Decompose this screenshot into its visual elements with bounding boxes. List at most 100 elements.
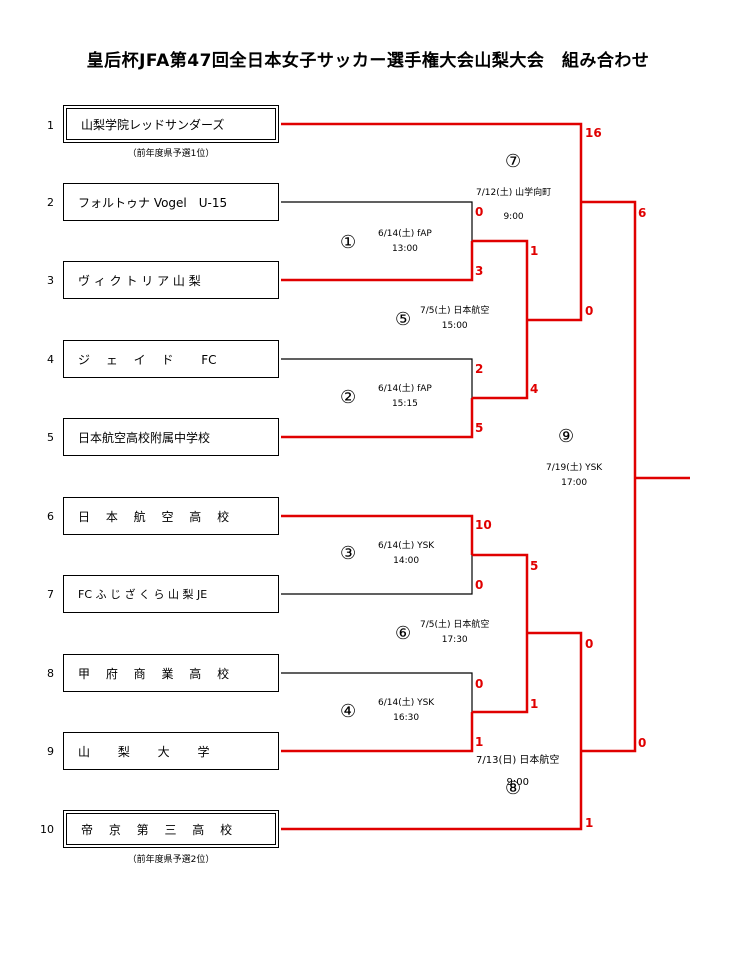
team-name: 甲 府 商 業 高 校 — [78, 666, 230, 681]
match-info: 6/14(土) YSK 14:00 — [378, 539, 434, 569]
score: 3 — [475, 264, 484, 278]
match-number: ① — [340, 232, 357, 253]
winner-path — [281, 514, 474, 555]
score: 1 — [530, 697, 539, 711]
score: 2 — [475, 362, 484, 376]
match-date: 7/12(土) 山学向町 — [476, 188, 552, 198]
score: 0 — [585, 304, 594, 318]
match-number: ④ — [340, 701, 357, 722]
match-info: 7/12(土) 山学向町 9:00 — [476, 181, 551, 229]
team-note: （前年度県予選2位） — [127, 855, 215, 865]
winner-path — [581, 200, 637, 478]
seed-number: 2 — [47, 196, 54, 209]
score: 0 — [475, 578, 484, 592]
match-date: 6/14(土) YSK — [378, 698, 435, 708]
team-box: FC ふ じ ざ く ら 山 梨 JE — [63, 575, 279, 613]
team-box: 山梨学院レッドサンダーズ — [63, 105, 279, 143]
winner-path — [527, 202, 583, 322]
match-number: ⑥ — [395, 623, 412, 644]
team-box: 山 梨 大 学 — [63, 732, 279, 770]
match-time: 15:15 — [391, 399, 418, 409]
match-date: 7/5(土) 日本航空 — [420, 306, 490, 316]
score: 5 — [475, 421, 484, 435]
score: 16 — [585, 126, 602, 140]
seed-number: 8 — [47, 667, 54, 680]
winner-path — [281, 241, 474, 282]
match-time: 16:30 — [393, 713, 420, 723]
match-time: 9:00 — [503, 212, 524, 222]
seed-number: 5 — [47, 431, 54, 444]
team-name: ジ ェ イ ド FC — [78, 352, 217, 367]
match-time: 9:00 — [506, 777, 529, 788]
match-date: 6/14(土) YSK — [378, 541, 435, 551]
team-name: 山 梨 大 学 — [78, 744, 210, 759]
match-info: 6/14(土) fAP 13:00 — [378, 227, 432, 257]
match-time: 13:00 — [391, 244, 418, 254]
seed-number: 10 — [40, 823, 54, 836]
match-number: ③ — [340, 543, 357, 564]
match-number: ② — [340, 387, 357, 408]
match-number: ⑨ — [558, 426, 575, 447]
bracket-line — [281, 201, 473, 241]
match-date: 7/5(土) 日本航空 — [420, 620, 490, 630]
winner-path — [472, 239, 529, 320]
team-box: フォルトゥナ Vogel U-15 — [63, 183, 279, 221]
seed-number: 4 — [47, 353, 54, 366]
team-box: ヴ ィ ク ト リ ア 山 梨 — [63, 261, 279, 299]
score: 6 — [638, 206, 647, 220]
seed-number: 6 — [47, 510, 54, 523]
match-time: 17:30 — [441, 635, 468, 645]
team-note: （前年度県予選1位） — [127, 149, 215, 159]
match-date: 6/14(土) fAP — [378, 229, 432, 239]
bracket-line — [281, 555, 473, 595]
match-number: ⑦ — [505, 151, 522, 172]
seed-number: 9 — [47, 745, 54, 758]
match-info: 7/13(日) 日本航空 9:00 — [476, 750, 559, 794]
winner-path — [281, 712, 474, 753]
page-title: 皇后杯JFA第47回全日本女子サッカー選手権大会山梨大会 組み合わせ — [86, 51, 650, 71]
team-box: 日本航空高校附属中学校 — [63, 418, 279, 456]
team-name: 帝 京 第 三 高 校 — [81, 822, 233, 837]
score: 0 — [475, 205, 484, 219]
match-info: 7/5(土) 日本航空 15:00 — [420, 304, 489, 334]
bracket-line — [281, 358, 473, 398]
team-box: 日 本 航 空 高 校 — [63, 497, 279, 535]
team-box: ジ ェ イ ド FC — [63, 340, 279, 378]
winner-path — [472, 633, 529, 714]
match-info: 6/14(土) YSK 16:30 — [378, 696, 434, 726]
match-time: 17:00 — [561, 478, 588, 488]
match-date: 7/13(日) 日本航空 — [476, 755, 560, 766]
score: 4 — [530, 382, 539, 396]
team-name: 日 本 航 空 高 校 — [78, 509, 230, 524]
team-name: FC ふ じ ざ く ら 山 梨 JE — [78, 588, 208, 601]
match-number: ⑧ — [505, 778, 522, 799]
match-info: 7/5(土) 日本航空 17:30 — [420, 618, 489, 648]
team-box: 帝 京 第 三 高 校 — [63, 810, 279, 848]
score: 1 — [475, 735, 484, 749]
winner-path — [281, 751, 583, 831]
seed-number: 3 — [47, 274, 54, 287]
match-date: 7/19(土) YSK — [546, 463, 603, 473]
score: 10 — [475, 518, 492, 532]
winner-path — [281, 122, 583, 202]
seed-number: 7 — [47, 588, 54, 601]
match-time: 14:00 — [393, 556, 420, 566]
score: 1 — [585, 816, 594, 830]
match-date: 6/14(土) fAP — [378, 384, 432, 394]
team-box: 甲 府 商 業 高 校 — [63, 654, 279, 692]
team-name: 山梨学院レッドサンダーズ — [81, 117, 225, 132]
winner-path — [472, 320, 529, 400]
score: 5 — [530, 559, 539, 573]
match-number: ⑤ — [395, 309, 412, 330]
winner-path — [281, 398, 474, 439]
score: 0 — [638, 736, 647, 750]
score: 0 — [585, 637, 594, 651]
score: 1 — [530, 244, 539, 258]
score: 0 — [475, 677, 484, 691]
match-info: 6/14(土) fAP 15:15 — [378, 382, 432, 412]
team-name: フォルトゥナ Vogel U-15 — [78, 195, 228, 210]
winner-path — [527, 631, 583, 751]
winner-path — [472, 553, 529, 633]
match-info: 7/19(土) YSK 17:00 — [546, 461, 602, 491]
